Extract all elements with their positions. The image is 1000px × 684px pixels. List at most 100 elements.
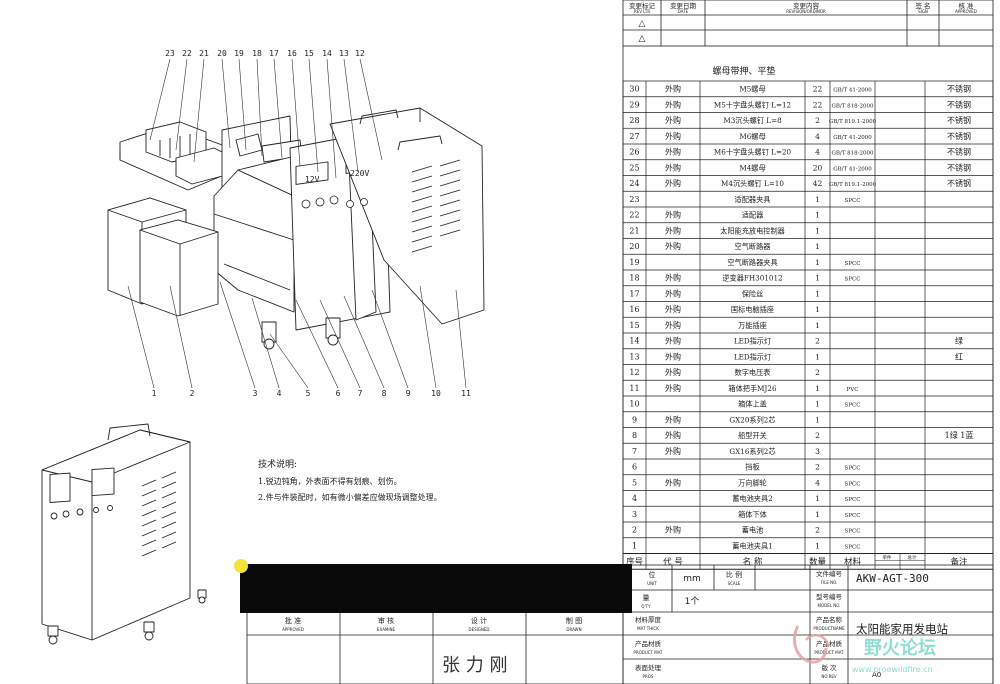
tb-unit-en: UNIT <box>647 581 657 586</box>
tb-surf-en: PROS <box>643 674 654 679</box>
bom-no: 4 <box>632 494 637 503</box>
bom-qty: 2 <box>815 368 820 377</box>
bom-mat: GB/T 41-2000 <box>833 166 872 172</box>
panel-display-220v: 220V <box>350 169 369 178</box>
bom-src: 外购 <box>665 367 681 377</box>
tech-notes-line1: 1.锐边钝角，外表面不得有划痕、划伤。 <box>258 476 402 486</box>
tb-scale-en: SCALE <box>728 581 741 586</box>
callout-10: 10 <box>431 389 441 398</box>
callout-16: 16 <box>287 49 297 58</box>
bom-src: 外购 <box>665 99 681 109</box>
bom-src: 外购 <box>665 147 681 157</box>
bom-src: 外购 <box>665 336 681 346</box>
bom-qty: 1 <box>815 400 820 409</box>
bom-mat: GB/T 41-2000 <box>833 88 872 94</box>
tb-pmat-cn: 产品材质 <box>635 639 662 648</box>
bom-src: 外购 <box>665 273 681 283</box>
bom-name: 数字电压表 <box>735 368 771 377</box>
bom-name: 适配器 <box>742 211 764 220</box>
tech-notes-line2: 2.件与件装配时，如有微小偏差应做现场调整处理。 <box>258 492 442 502</box>
bom-name: 保险丝 <box>742 289 764 298</box>
callout-8: 8 <box>382 389 387 398</box>
bom-name: M3沉头螺钉 L=8 <box>723 116 782 125</box>
bom-name: 逆变器FH301012 <box>722 274 782 283</box>
bom-remark: 绿 <box>955 337 963 346</box>
redaction-bar <box>240 564 632 613</box>
bom-qty: 1 <box>815 242 820 251</box>
bom-name: 挡板 <box>745 463 759 472</box>
bom-no: 11 <box>629 384 639 393</box>
bom-name: M4沉头螺钉 L=10 <box>721 179 784 188</box>
bom-src: 外购 <box>665 84 681 94</box>
bom-src: 外购 <box>665 351 681 361</box>
bom-src: 外购 <box>665 131 681 141</box>
revision-block <box>622 0 994 47</box>
bom-name: 蓄电池夹具2 <box>732 494 773 503</box>
callout-9: 9 <box>406 389 411 398</box>
bom-no: 14 <box>629 337 639 346</box>
callout-21: 21 <box>199 49 209 58</box>
bom-qty: 1 <box>815 384 820 393</box>
tb-exam-en: EXAMINE <box>377 627 396 632</box>
rev-col-date-en: DATE <box>678 9 689 14</box>
callout-3: 3 <box>253 389 258 398</box>
bom-qty: 4 <box>815 132 820 141</box>
bom-no: 6 <box>632 463 637 472</box>
bom-header-unit-weight: 单件 <box>883 554 892 561</box>
bom-mat: SPCC <box>845 544 861 550</box>
title-block <box>246 564 994 684</box>
highlight-dot <box>234 559 248 573</box>
bom-qty: 20 <box>813 163 823 172</box>
bom-no: 30 <box>629 85 639 94</box>
bom-no: 3 <box>632 510 637 519</box>
bom-name: GX20系列2芯 <box>729 415 775 424</box>
bom-no: 10 <box>629 400 639 409</box>
tb-design-cn: 设 计 <box>471 616 487 625</box>
bom-no: 20 <box>629 242 639 251</box>
bom-qty: 1 <box>815 352 820 361</box>
bom-header-code: 代 号 <box>663 557 683 568</box>
bom-no: 15 <box>629 321 639 330</box>
tb-qty-en: Q'TY <box>641 604 651 609</box>
bom-name: 万向脚轮 <box>738 478 767 487</box>
bom-name: LED指示灯 <box>734 337 771 346</box>
bom-name: LED指示灯 <box>734 352 771 361</box>
callout-18: 18 <box>252 49 262 58</box>
assembled-view <box>41 423 207 645</box>
bom-header-total-weight: 总计 <box>908 554 917 561</box>
bom-name: 空气断路器夹具 <box>727 258 777 267</box>
bom-mat: SPCC <box>845 513 861 519</box>
tb-thick-cn: 材料厚度 <box>635 615 662 624</box>
bom-qty: 1 <box>815 274 820 283</box>
bom-no: 23 <box>629 195 639 204</box>
bom-remark: 不锈钢 <box>947 99 971 109</box>
bom-name: M6螺母 <box>739 132 765 141</box>
watermark-url: www.proewildfire.cn <box>852 665 933 674</box>
bom-qty: 1 <box>815 226 820 235</box>
bom-qty: 2 <box>815 337 820 346</box>
bom-no: 8 <box>632 431 637 440</box>
rev-col-approve: 核 准 <box>958 1 974 10</box>
tb-approved-cn: 批 准 <box>285 616 301 625</box>
bom-mat: SPCC <box>845 261 861 267</box>
tb-pname-val: 太阳能家用发电站 <box>856 622 948 636</box>
callout-15: 15 <box>304 49 314 58</box>
tb-pname-cn: 产品名称 <box>816 615 843 624</box>
bom-mat: GB/T 818-2000 <box>831 103 874 109</box>
bom-qty: 22 <box>813 85 823 94</box>
bom-name: M5螺母 <box>739 85 765 94</box>
bom-src: 外购 <box>665 288 681 298</box>
bom-qty: 42 <box>813 179 823 188</box>
bom-src: 外购 <box>665 304 681 314</box>
bom-name: GX16系列2芯 <box>729 447 775 456</box>
bom-qty: 1 <box>815 541 820 550</box>
rev-col-sign: 签 名 <box>915 1 930 10</box>
rev-col-content-en: REVISION/ORDINOR <box>786 9 826 14</box>
bom-name: M6十字盘头螺钉 L=20 <box>714 148 792 157</box>
signature: 张 力 刚 <box>442 655 507 676</box>
bom-name: M5十字盘头螺钉 L=12 <box>714 100 791 109</box>
bom-no: 12 <box>629 368 639 377</box>
tb-ver-cn: 版 次 <box>821 663 837 672</box>
